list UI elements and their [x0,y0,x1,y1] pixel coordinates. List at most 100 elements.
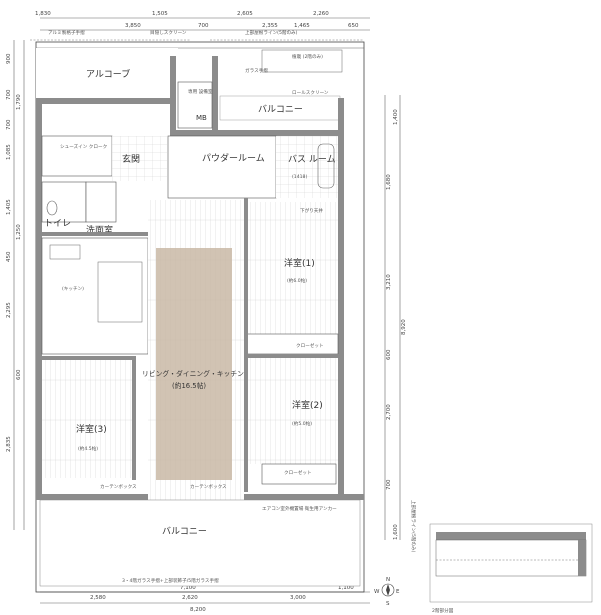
svg-text:7,100: 7,100 [180,585,196,591]
room3-floor [42,360,132,478]
bathtub-icon [317,143,335,189]
right-dimensions: 1,400 1,680 3,210 8,920 600 2,700 700 1,… [384,95,407,540]
room2-floor [246,356,338,464]
svg-text:2,295: 2,295 [6,302,12,318]
aircon-note: エアコン室外機置場 衛生用アンカー [262,505,337,512]
svg-text:650: 650 [348,23,359,29]
svg-text:2,700: 2,700 [386,404,392,420]
room1-label: 洋室(1) [284,257,315,269]
balcony-bottom [39,499,361,587]
closet-room2-label: クローゼット [284,469,312,476]
svg-text:3,210: 3,210 [386,274,392,290]
ldk-label: リビング・ダイニング・キッチン [142,369,244,378]
bottom-rail-note: 3・4階ガラス手摺+上部装飾子/5階ガラス手摺 [122,577,219,584]
svg-text:2,605: 2,605 [237,11,253,17]
svg-text:1,085: 1,085 [6,144,12,160]
planting-label: 植栽 (2階のみ) [292,53,323,60]
left-dimensions: 900 1,790 700 1,085 1,405 1,250 2,295 2,… [6,40,25,530]
svg-text:1,405: 1,405 [6,199,12,215]
room1-size: (約6.0帖) [287,277,307,284]
svg-text:1,465: 1,465 [294,23,310,29]
compass-n: N [386,577,390,583]
alcove-label: アルコーブ [86,68,130,80]
compass-s: S [386,601,390,607]
mb-label: MB [196,114,207,122]
compass: N E S W [374,577,400,607]
svg-text:700: 700 [386,479,392,490]
balcony-bottom-label: バルコニー [162,526,207,537]
svg-text:2,835: 2,835 [6,436,12,452]
curtain-box-room3: カーテンボックス [100,483,137,490]
bathroom-label: バス ルーム [288,154,336,165]
svg-text:8,200: 8,200 [190,607,206,613]
closet-room2 [261,463,337,485]
kitchen-counter [97,261,143,323]
inset-plan: 2階部分図 [429,523,593,614]
toilet-icon [46,200,58,216]
svg-text:3,000: 3,000 [290,595,306,601]
inset-caption: 2階部分図 [432,607,454,614]
balcony-top-label: バルコニー [258,104,303,115]
balcony-top [219,95,341,121]
svg-text:900: 900 [6,53,12,64]
planting-area [261,49,343,73]
genkan-area [112,136,167,181]
room3-size: (約4.5帖) [78,445,98,452]
svg-text:1,680: 1,680 [386,174,392,190]
toilet-label: トイレ [44,219,71,229]
svg-text:450: 450 [6,251,12,262]
svg-text:1,100: 1,100 [338,585,354,591]
rug-lower [156,352,232,480]
svg-text:1,600: 1,600 [393,524,399,540]
ldk-size: (約16.5帖) [172,381,206,390]
alcove-area [36,48,178,98]
svg-text:2,580: 2,580 [90,595,106,601]
dropped-ceiling-note: 下がり天井 [300,207,323,214]
top-right-note: 上部屋根ライン(5階のみ) [245,29,298,36]
svg-text:700: 700 [6,89,12,100]
svg-text:1,830: 1,830 [35,11,51,17]
equipment-room [177,81,213,129]
svg-text:1,250: 1,250 [16,224,22,240]
bathroom-size: (1418) [292,174,307,180]
svg-text:2,260: 2,260 [313,11,329,17]
svg-text:8,920: 8,920 [401,319,407,335]
equipment-label: 専用 設備室 [188,88,213,95]
shutter-note: ロールスクリーン [292,90,329,96]
closet-room1 [245,333,339,355]
svg-text:1,505: 1,505 [152,11,168,17]
washroom [85,181,117,223]
compass-e: E [396,589,400,595]
svg-text:600: 600 [16,369,22,380]
powder-room [167,135,277,199]
glass-rail-note: ガラス手摺 [245,67,268,74]
bottom-dimensions: 2,580 2,620 3,000 1,100 7,100 8,200 [40,585,370,613]
svg-text:700: 700 [198,23,209,29]
powder-room-label: パウダールーム [202,152,265,164]
shoes-closet-label: シューズイン クローク [60,143,107,150]
room3-label: 洋室(3) [76,423,107,435]
room2-size: (約5.0帖) [292,420,312,427]
upper-roof-note: 上部屋根ライン(5階のみ) [410,500,417,553]
genkan-label: 玄関 [122,153,140,165]
compass-w: W [374,589,380,595]
svg-text:1,400: 1,400 [393,109,399,125]
stove-icon [49,244,81,260]
interior-walls [42,198,340,492]
svg-text:3,850: 3,850 [125,23,141,29]
rug-upper [156,248,232,352]
kitchen-area [41,237,149,355]
top-left-note: アルミ製格子手摺 [48,29,85,36]
closet-room1-label: クローゼット [296,342,324,349]
bathroom [276,136,338,198]
shoes-closet [41,135,113,177]
svg-text:2,620: 2,620 [182,595,198,601]
top-dimensions: 1,830 3,850 1,505 700 2,605 2,355 2,260 … [35,11,370,31]
toilet-room [41,181,87,223]
kitchen-label: (キッチン) [62,286,84,292]
curtain-box-ldk: カーテンボックス [190,483,227,490]
svg-text:1,790: 1,790 [16,94,22,110]
svg-text:700: 700 [6,119,12,130]
svg-text:2,355: 2,355 [262,23,278,29]
